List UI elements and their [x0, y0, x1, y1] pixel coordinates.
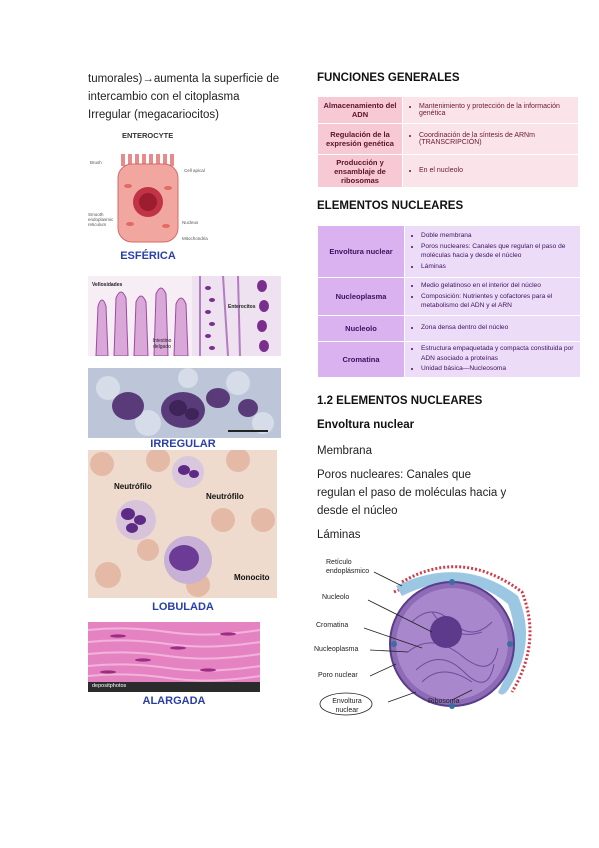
megakaryocyte-micrograph	[88, 368, 281, 438]
watermark-text: depositphotos	[92, 683, 127, 689]
diagram-label: Envoltura nuclear	[332, 698, 362, 714]
diagram-label: Poro nuclear	[318, 672, 358, 679]
table-key: Cromatina	[317, 341, 405, 378]
elementos-heading: ELEMENTOS NUCLEARES	[317, 200, 464, 212]
enterocyte-label: Brush	[90, 160, 102, 165]
lobulada-figure: Neutrófilo Neutrófilo Monocito	[88, 450, 277, 598]
intestine-label: Enterocitos	[228, 304, 256, 310]
text-line: desde el núcleo	[317, 505, 398, 517]
diagram-label: Ribosoma	[428, 698, 460, 705]
enterocyte-label: Cell apical	[184, 168, 205, 173]
table-key: Nucleolo	[317, 315, 405, 342]
text-line: tumorales)→aumenta la superficie de	[88, 73, 280, 85]
table-row: Nucleoplasma Medio gelatinoso en el inte…	[317, 277, 581, 316]
section-heading: 1.2 ELEMENTOS NUCLEARES	[317, 395, 483, 407]
alargada-figure: depositphotos	[88, 622, 260, 692]
nucleus-diagram: Retículo endoplásmico Nucleolo Cromatina…	[312, 552, 536, 720]
text-line: regulan el paso de moléculas hacia y	[317, 487, 507, 499]
text-line: Irregular (megacariocitos)	[88, 109, 220, 121]
diagram-label: Cromatina	[316, 622, 349, 629]
enterocyte-label: Nucleus	[182, 220, 199, 225]
table-row: Nucleolo Zona densa dentro del núcleo	[317, 315, 581, 342]
table-value: Medio gelatinoso en el interior del núcl…	[404, 277, 581, 316]
diagram-label: Retículo endoplásmico	[326, 559, 370, 575]
table-value: Estructura empaquetada y compacta consti…	[404, 341, 581, 378]
table-value: Mantenimiento y protección de la informa…	[402, 96, 579, 124]
paragraph: Poros nucleares: Canales que regulan el …	[317, 466, 547, 520]
table-row: Regulación de la expresión genética Coor…	[317, 123, 579, 155]
blood-smear-micrograph	[88, 450, 277, 598]
irregular-figure	[88, 368, 281, 438]
table-key: Almacenamiento del ADN	[317, 96, 403, 124]
text-line: Poros nucleares: Canales que	[317, 469, 472, 481]
paragraph: Láminas	[317, 529, 361, 541]
caption-alargada: ALARGADA	[142, 695, 206, 707]
intestine-label: Intestino delgado	[152, 338, 172, 350]
caption-esferica: ESFÉRICA	[120, 250, 176, 262]
funciones-table: Almacenamiento del ADN Mantenimiento y p…	[317, 96, 579, 188]
enterocyte-label: Mitochondria	[182, 236, 208, 241]
elementos-table: Envoltura nuclear Doble membrana Poros n…	[317, 225, 581, 378]
diagram-label: Nucleoplasma	[314, 646, 359, 653]
enterocyte-illustration	[88, 128, 208, 248]
enterocyte-figure: ENTEROCYTE Brush Cell apical Smooth endo…	[88, 128, 208, 248]
intestine-micrograph	[88, 276, 281, 356]
table-value: En el nucleolo	[402, 154, 579, 188]
subheading: Envoltura nuclear	[317, 419, 415, 431]
text-line: intercambio con el citoplasma	[88, 91, 240, 103]
funciones-heading: FUNCIONES GENERALES	[317, 72, 460, 84]
table-value: Coordinación de la síntesis de ARNm (TRA…	[402, 123, 579, 155]
table-value: Zona densa dentro del núcleo	[404, 315, 581, 342]
table-key: Envoltura nuclear	[317, 225, 405, 278]
caption-lobulada: LOBULADA	[152, 601, 214, 613]
table-key: Producción y ensamblaje de ribosomas	[317, 154, 403, 188]
table-row: Envoltura nuclear Doble membrana Poros n…	[317, 225, 581, 278]
table-row: Cromatina Estructura empaquetada y compa…	[317, 341, 581, 378]
diagram-label: Nucleolo	[322, 594, 350, 601]
intestine-label: Vellosidades	[92, 282, 123, 288]
table-row: Producción y ensamblaje de ribosomas En …	[317, 154, 579, 188]
muscle-tissue-micrograph	[88, 622, 260, 692]
paragraph: Membrana	[317, 445, 372, 457]
table-key: Regulación de la expresión genética	[317, 123, 403, 155]
left-paragraph: tumorales)→aumenta la superficie de inte…	[88, 70, 293, 124]
lobulada-label: Monocito	[234, 573, 270, 582]
enterocyte-title: ENTEROCYTE	[122, 131, 174, 140]
table-key: Nucleoplasma	[317, 277, 405, 316]
caption-irregular: IRREGULAR	[150, 438, 216, 448]
lobulada-label: Neutrófilo	[114, 482, 152, 491]
intestine-figure: Vellosidades Enterocitos Intestino delga…	[88, 276, 281, 356]
table-value: Doble membrana Poros nucleares: Canales …	[404, 225, 581, 278]
enterocyte-label: Smooth endoplasmic reticulum	[88, 212, 114, 227]
lobulada-label: Neutrófilo	[206, 492, 244, 501]
nucleus-illustration	[312, 552, 536, 720]
table-row: Almacenamiento del ADN Mantenimiento y p…	[317, 96, 579, 124]
